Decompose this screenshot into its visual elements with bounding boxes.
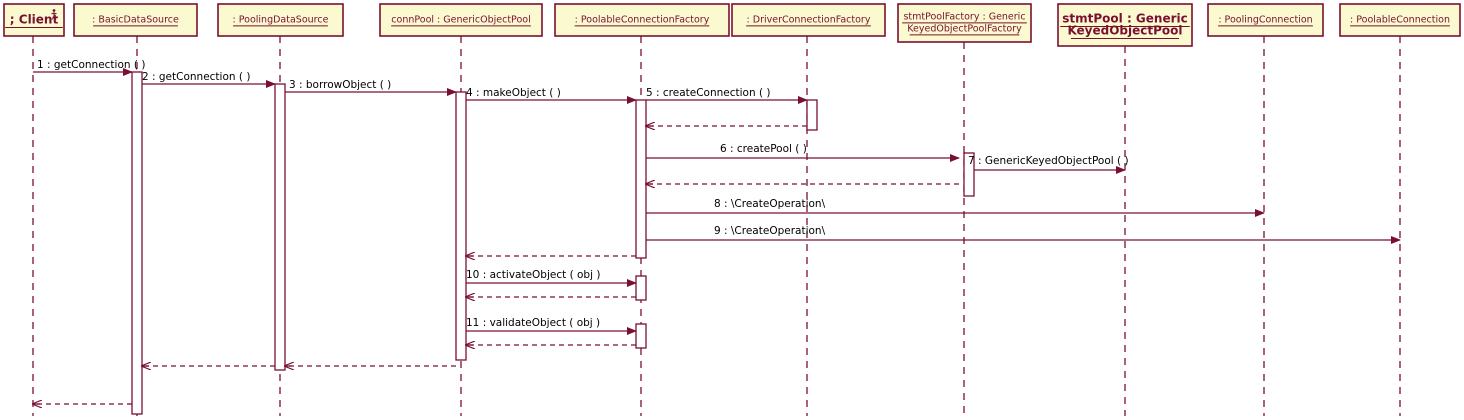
participant-box-pcfactory[interactable]: : PoolableConnectionFactory [554, 3, 730, 37]
message-label-9: 9 : \CreateOperation\ [714, 225, 826, 237]
participant-rect-poolingconnection [1207, 3, 1324, 37]
message-label-6: 6 : createPool ( ) [720, 143, 807, 155]
participant-label-connpool: connPool : GenericObjectPool [391, 15, 530, 26]
participant-label-poolingdatasource: : PoolingDataSource [233, 15, 329, 26]
participant-label-dcfactory: : DriverConnectionFactory [747, 15, 871, 26]
participant-box-poolingconnection[interactable]: : PoolingConnection [1207, 3, 1324, 37]
participant-label-pcfactory: : PoolableConnectionFactory [575, 15, 710, 26]
participant-box-poolingdatasource[interactable]: : PoolingDataSource [217, 3, 344, 37]
participant-label-basicdatasource: : BasicDataSource [92, 15, 179, 26]
participant-box-stmtpool[interactable]: stmtPool : GenericKeyedObjectPool [1057, 3, 1193, 47]
activation-bar-dcfactory [806, 99, 818, 131]
activation-bar-poolingdatasource [274, 83, 286, 371]
message-label-11: 11 : validateObject ( obj ) [466, 317, 600, 329]
activation-bars-layer [131, 71, 975, 415]
participant-rect-poolingdatasource [217, 3, 344, 37]
participant-label-client: ; Client [10, 13, 59, 27]
participant-box-client[interactable]: ; Client [3, 3, 65, 37]
participant-label-poolableconnection: : PoolableConnection [1350, 15, 1450, 26]
activation-bar-stmtpoolfactory [963, 152, 975, 197]
participant-rect-connpool [379, 3, 543, 37]
participant-box-basicdatasource[interactable]: : BasicDataSource [73, 3, 198, 37]
message-label-8: 8 : \CreateOperation\ [714, 198, 826, 210]
participant-box-stmtpoolfactory[interactable]: stmtPoolFactory : GenericKeyedObjectPool… [897, 3, 1032, 43]
participant-label-stmtpool: stmtPool : Generic [1062, 12, 1187, 26]
message-label-3: 3 : borrowObject ( ) [289, 79, 391, 91]
participant-label-poolingconnection: : PoolingConnection [1218, 15, 1312, 26]
participant-rect-pcfactory [554, 3, 730, 37]
message-label-2: 2 : getConnection ( ) [142, 71, 250, 83]
participant-rect-basicdatasource [73, 3, 198, 37]
activation-bar-stmtpool-validate [635, 323, 647, 349]
activation-bar-connpool [455, 91, 467, 361]
participant-rect-poolableconnection [1339, 3, 1461, 37]
actor-icon [51, 9, 57, 20]
activation-bar-stmtpool-activate [635, 275, 647, 301]
participant-rect-stmtpool [1057, 3, 1193, 47]
participant-box-dcfactory[interactable]: : DriverConnectionFactory [731, 3, 886, 37]
message-label-1: 1 : getConnection ( ) [37, 59, 145, 71]
participant-box-connpool[interactable]: connPool : GenericObjectPool [379, 3, 543, 37]
messages-layer: 1 : getConnection ( )2 : getConnection (… [33, 59, 1401, 404]
message-label-10: 10 : activateObject ( obj ) [466, 269, 600, 281]
participant-label-stmtpool: KeyedObjectPool [1067, 24, 1182, 38]
activation-bar-basicdatasource [131, 71, 143, 415]
message-label-5: 5 : createConnection ( ) [646, 87, 771, 99]
participant-rect-dcfactory [731, 3, 886, 37]
participant-boxes-layer: ; Client : BasicDataSource : PoolingDataSo… [3, 3, 1461, 47]
participant-box-poolableconnection[interactable]: : PoolableConnection [1339, 3, 1461, 37]
participant-label-stmtpoolfactory: KeyedObjectPoolFactory [907, 24, 1022, 35]
message-label-4: 4 : makeObject ( ) [466, 87, 561, 99]
activation-bar-pcfactory [635, 99, 647, 259]
message-label-7: 7 : GenericKeyedObjectPool ( ) [968, 155, 1129, 167]
participant-label-stmtpoolfactory: stmtPoolFactory : Generic [903, 12, 1025, 23]
